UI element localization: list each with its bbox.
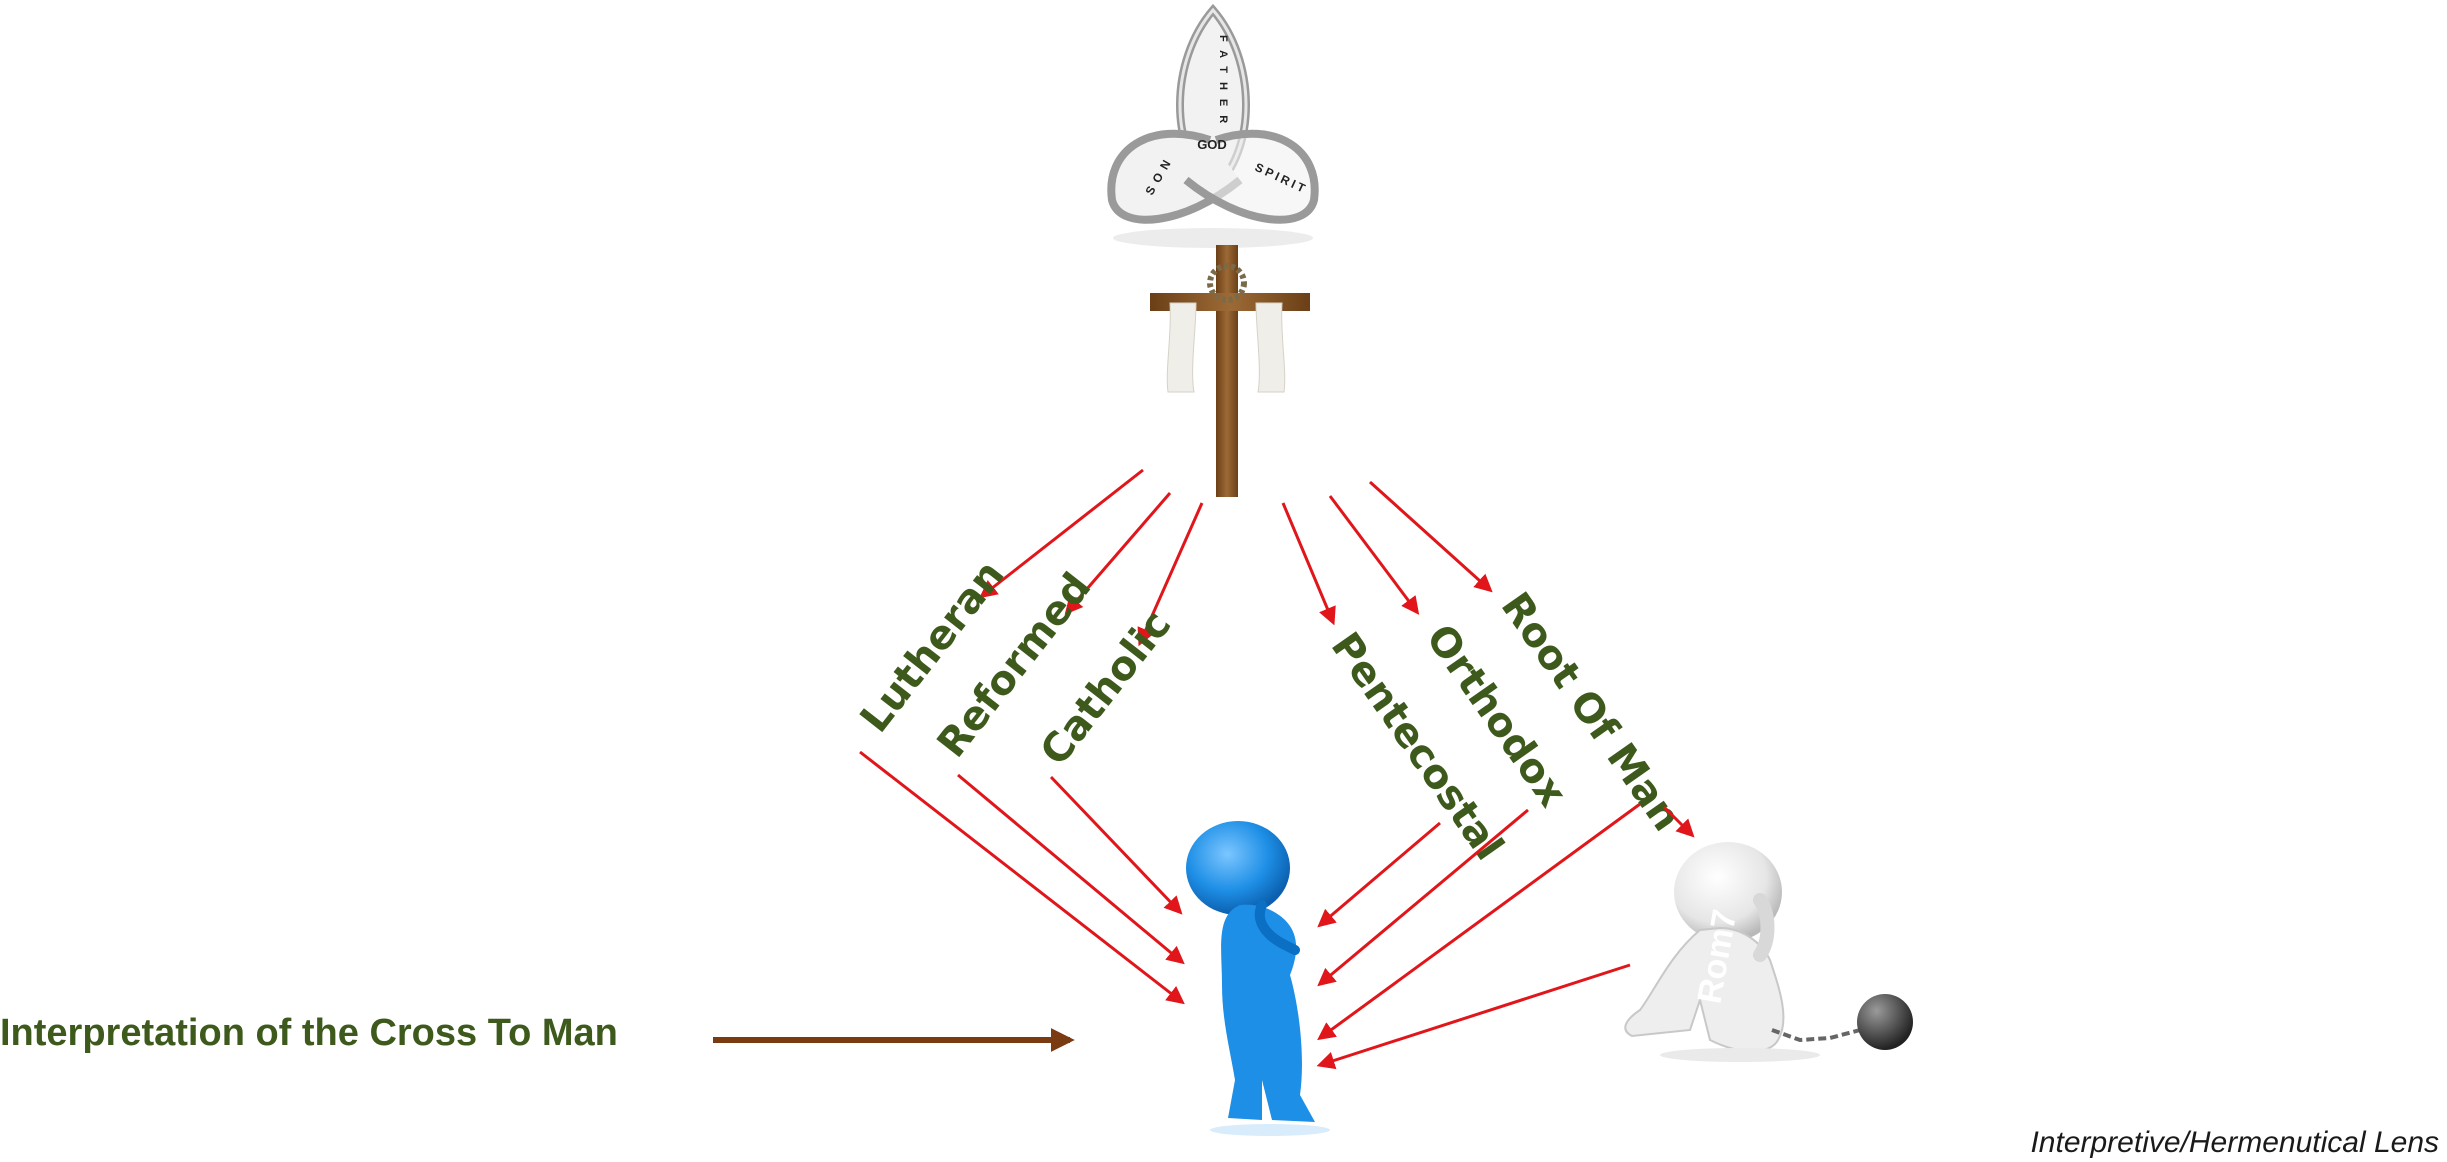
trinity-knot-icon bbox=[1107, 3, 1319, 248]
upper-arrows bbox=[979, 468, 1493, 647]
thinking-man-icon bbox=[1186, 821, 1330, 1136]
arrow-reformed-to-man bbox=[957, 773, 1185, 965]
arrow-to-catholic bbox=[1137, 502, 1204, 647]
trinity-god-label: GOD bbox=[1197, 137, 1227, 152]
arrow-orthodox-to-man bbox=[1317, 808, 1529, 987]
trinity-father-label: FATHER bbox=[1217, 35, 1229, 132]
arrow-rom7-to-man bbox=[1316, 963, 1631, 1070]
arrow-lutheran-to-man bbox=[859, 750, 1185, 1005]
interpretation-text: Interpretation of the Cross To Man bbox=[0, 1012, 618, 1054]
arrow-catholic-to-man bbox=[1049, 775, 1183, 915]
lower-arrows bbox=[859, 750, 1695, 1070]
arrow-to-pentecostal bbox=[1281, 502, 1336, 626]
caption-text: Interpretive/Hermenutical Lens bbox=[2030, 1126, 2439, 1159]
chained-figure-icon bbox=[1624, 842, 1913, 1062]
arrow-to-root-of-man bbox=[1368, 480, 1493, 593]
arrow-rootofman-to-rom7 bbox=[1662, 805, 1695, 838]
arrow-to-reformed bbox=[1064, 492, 1172, 615]
arrow-pentecostal-to-man bbox=[1317, 821, 1441, 928]
arrow-rootofman-to-man bbox=[1317, 802, 1641, 1041]
arrow-to-lutheran bbox=[979, 468, 1144, 599]
arrow-to-orthodox bbox=[1328, 495, 1420, 615]
cross-icon bbox=[1150, 245, 1310, 497]
